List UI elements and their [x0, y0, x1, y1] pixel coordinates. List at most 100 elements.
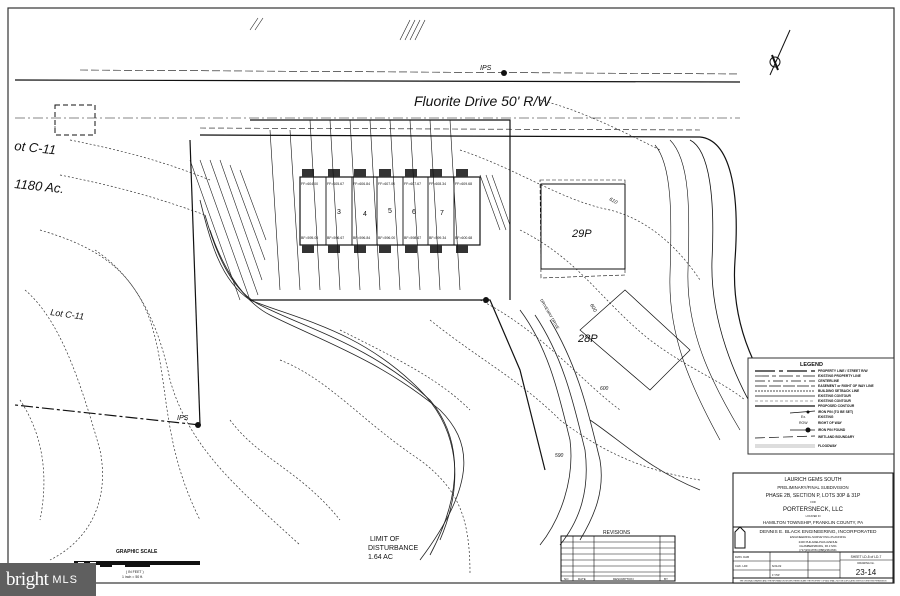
drawing-date: 6/21/22: [772, 564, 782, 568]
lot-label: 29P: [571, 228, 592, 240]
ff-elevation: FF=609.68: [455, 182, 472, 186]
firm-services: ENGINEERING-SURVEYING-PLANNING: [790, 535, 847, 539]
bf-elevation: BF=598.67: [404, 236, 421, 240]
pin-label: IPS: [177, 415, 189, 422]
lot-28p-outline: [579, 289, 691, 391]
iron-pin-icon: [501, 70, 507, 76]
unit-number: 6: [412, 209, 416, 216]
legend-item-label: EXISTING CONTOUR: [818, 394, 852, 398]
firm-logo-icon: [734, 526, 746, 549]
for-label: FOR: [810, 501, 815, 504]
iron-pin-icon: [195, 422, 201, 428]
unit-number: 5: [388, 208, 392, 215]
ff-elevation: FF=607.67: [404, 182, 421, 186]
ff-elevation: FF=607.00: [378, 182, 395, 186]
graphic-scale-title: GRAPHIC SCALE: [116, 549, 158, 555]
legend-item-label: FLOODWAY: [818, 444, 838, 448]
parcel-label: Lot C-11: [50, 307, 85, 322]
legend-item-label: EXISTING PROPERTY LINE: [818, 374, 862, 378]
bf-elevation: BF=596.00: [378, 236, 395, 240]
watermark-suffix: MLS: [52, 573, 79, 586]
disturbance-label: DISTURBANCE: [368, 545, 419, 552]
road-label: Fluorite Drive 50' R/W: [414, 93, 552, 109]
bf-elevation: BF=596.84: [353, 236, 370, 240]
bf-elevation: BF=596.67: [327, 236, 344, 240]
bright-mls-watermark: bright MLS: [0, 563, 96, 596]
legend-item-label: IRON PIN (TO BE SET): [818, 410, 853, 414]
project-phase: PHASE 2B, SECTION P, LOTS 30P & 31P: [766, 493, 861, 499]
iron-pin-icon: [483, 297, 489, 303]
bf-elevation: BF=600.68: [455, 236, 472, 240]
contour-label: 600: [588, 303, 597, 313]
legend-item-label: WETLAND BOUNDARY: [818, 435, 855, 439]
checked-by: CHK. LDF: [735, 564, 748, 568]
project-subtitle: PRELIMINARY/FINAL SUBDIVISION: [777, 485, 848, 490]
client-name: PORTERSNECK, LLC: [783, 507, 844, 513]
lot-label: 28P: [577, 333, 598, 345]
unit-number: 3: [337, 209, 341, 216]
legend: LEGEND Ex. ROW PROPERTY LINE / STREET R/…: [747, 357, 895, 455]
unit-number: 7: [440, 210, 444, 217]
ff-elevation: FF=605.67: [327, 182, 344, 186]
legend-item-label: RIGHT OF WAY: [818, 421, 843, 425]
project-name: LAURICH GEMS SOUTH: [785, 477, 842, 483]
title-block: LAURICH GEMS SOUTH PRELIMINARY/FINAL SUB…: [732, 472, 894, 584]
parcel-label: ot C-11: [14, 138, 57, 157]
legend-item-label: PROPOSED CONTOUR: [818, 404, 855, 408]
drawing-number: 23-14: [856, 568, 877, 577]
drawing-border: [7, 7, 895, 584]
private-drive-label: DRIVEWAY DRIVE: [539, 298, 561, 330]
existing-structure: [54, 104, 96, 136]
slope-hatching: [189, 17, 511, 301]
legend-item-label: CENTERLINE: [818, 379, 840, 383]
townhouse-block: [269, 119, 481, 291]
firm-name: DENNIS E. BLACK ENGINEERING, INCORPORATE…: [760, 529, 877, 535]
revisions-col-by: BY: [664, 577, 668, 581]
proposed-contours: [199, 199, 701, 561]
lot-29p-building: [540, 183, 626, 270]
watermark-brand: bright: [6, 568, 49, 590]
revisions-table: REVISIONS NO DATE DESCRIPTION BY: [560, 530, 676, 582]
contour-label: 590: [555, 453, 564, 459]
legend-item-label: EASEMENT or RIGHT OF WAY LINE: [818, 384, 874, 388]
contour-label: 610: [608, 197, 618, 206]
legend-title: LEGEND: [800, 362, 823, 368]
legend-symbol: Ex.: [801, 415, 806, 419]
contour-label: 600: [600, 386, 609, 392]
legend-item-label: PROPERTY LINE / STREET R/W: [818, 369, 868, 373]
existing-contours: [19, 99, 746, 576]
unit-number: 4: [363, 211, 367, 218]
firm-address: 2400 PHILADELPHIA AVENUE: [799, 540, 838, 544]
project-location: HAMILTON TOWNSHIP, FRANKLIN COUNTY, PA: [763, 520, 863, 525]
revisions-col-description: DESCRIPTION: [613, 577, 634, 581]
pin-label: IPS: [480, 65, 492, 72]
fluorite-drive-row: [14, 69, 791, 441]
drawing-no-label: DRAWING No.: [857, 561, 874, 565]
bf-elevation: BF=599.34: [429, 236, 446, 240]
disturbance-label: LIMIT OF: [370, 536, 399, 543]
firm-address: CHAMBERSBURG, PA 17201: [799, 544, 837, 548]
graphic-scale-ratio: 1 inch = 50 ft.: [122, 575, 143, 579]
drawing-scale: 1"=50': [772, 573, 780, 577]
legend-item-label: EXISTING: [818, 415, 834, 419]
title-block-note: THE ORIGINAL DRAWING AND THE INFORMATION…: [740, 580, 887, 583]
legend-symbol: ROW: [799, 421, 808, 425]
sheet-number: SHEET LD-5 of LD-7: [851, 555, 882, 559]
revisions-col-date: DATE: [578, 577, 586, 581]
drawn-by: DWN. DAB: [735, 555, 749, 559]
disturbance-area: 1.64 AC: [368, 554, 393, 561]
property-lines: [14, 119, 546, 471]
legend-item-label: EXISTING CONTOUR: [818, 399, 852, 403]
located-in-label: LOCATED IN: [806, 515, 821, 518]
legend-item-label: BUILDING SETBACK LINE: [818, 389, 860, 393]
north-arrow-icon: [769, 29, 791, 76]
lot-29p-setback: [539, 179, 626, 279]
revisions-title: REVISIONS: [603, 530, 631, 536]
revisions-col-no: NO: [564, 577, 569, 581]
firm-phone: (717)263-8784 (888)238-0661: [799, 548, 837, 552]
parcel-area-label: 1180 Ac.: [14, 176, 65, 196]
bf-elevation: BF=595.00: [301, 236, 318, 240]
ff-elevation: FF=606.84: [353, 182, 370, 186]
graphic-scale-units: ( IN FEET ): [126, 570, 144, 574]
